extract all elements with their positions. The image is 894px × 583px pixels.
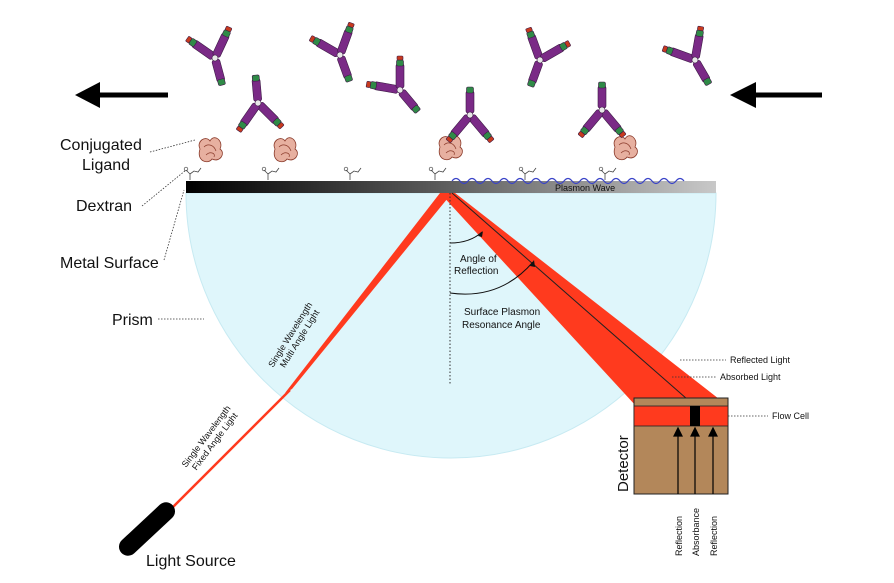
- flow-cell-label: Flow Cell: [772, 411, 809, 421]
- dextran-linker-icon: [183, 166, 202, 181]
- metal-surface-bar: [186, 181, 716, 193]
- angle-of-reflection-arc: [449, 231, 483, 244]
- metal-surface-label: Metal Surface: [60, 255, 159, 272]
- antibody-icon: [306, 19, 374, 91]
- light-source: [118, 502, 176, 556]
- dextran-linker-icon: [261, 166, 280, 181]
- conjugated-ligand-label-2: Ligand: [82, 157, 130, 174]
- reflected-light-line: [451, 192, 696, 407]
- antibody-icon: [230, 72, 286, 134]
- prism-label: Prism: [112, 312, 153, 329]
- protein-ligand-icon: [613, 135, 638, 161]
- absorbance-label: Absorbance: [691, 508, 701, 556]
- arrow-left-icon: [730, 82, 822, 108]
- conjugated-ligand-label-1: Conjugated: [60, 137, 142, 154]
- antibody-icon: [658, 22, 731, 98]
- antibody-icon: [444, 86, 496, 144]
- antibody-icon: [362, 51, 438, 128]
- antibodies: [183, 19, 731, 144]
- arrow-left-icon: [75, 82, 168, 108]
- dextran-linker-icon: [343, 166, 362, 181]
- angle-of-reflection-label-1: Angle of: [460, 254, 497, 265]
- reflection-right-label: Reflection: [709, 516, 719, 556]
- plasmon-wave-label: Plasmon Wave: [555, 183, 615, 193]
- spr-angle-arc: [449, 261, 534, 295]
- surface-molecules: [183, 135, 638, 181]
- protein-ligand-icon: [273, 137, 298, 163]
- flow-cell: [633, 405, 729, 427]
- reflected-light-label: Reflected Light: [730, 355, 791, 365]
- plasmon-wave: [451, 177, 685, 185]
- incident-beam-fan: [285, 193, 452, 393]
- reflection-left-label: Reflection: [674, 516, 684, 556]
- dextran-linker-icon: [598, 166, 617, 181]
- detector-label: Detector: [615, 435, 632, 492]
- light-source-label: Light Source: [146, 553, 236, 570]
- spr-angle-label-1: Surface Plasmon: [464, 307, 540, 318]
- antibody-icon: [183, 23, 247, 92]
- protein-ligand-icon: [198, 137, 223, 163]
- dextran-linker-icon: [518, 166, 537, 181]
- dextran-label: Dextran: [76, 198, 132, 215]
- absorbed-spot: [690, 406, 700, 426]
- antibody-icon: [506, 24, 574, 96]
- prism: [185, 192, 717, 459]
- dextran-linker-icon: [428, 166, 447, 181]
- antibody-icon: [576, 81, 628, 139]
- angle-of-reflection-label-2: Reflection: [454, 266, 498, 277]
- spr-angle-label-2: Resonance Angle: [462, 320, 541, 331]
- absorbed-light-label: Absorbed Light: [720, 372, 781, 382]
